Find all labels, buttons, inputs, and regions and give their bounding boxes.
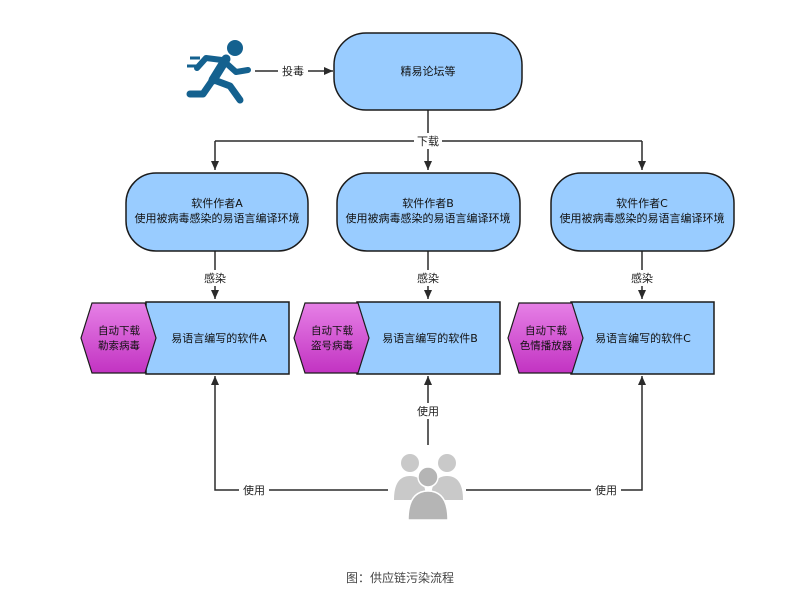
author-node-a: 软件作者A 使用被病毒感染的易语言编译环境 <box>125 172 309 252</box>
author-b-name: 软件作者B <box>402 196 454 210</box>
author-c-desc: 使用被病毒感染的易语言编译环境 <box>560 211 725 225</box>
author-c-name: 软件作者C <box>616 196 668 210</box>
tag-b-line2: 盗号病毒 <box>311 339 353 352</box>
label-use-c: 使用 <box>595 484 617 497</box>
software-a-label: 易语言编写的软件A <box>171 331 267 345</box>
software-c-label: 易语言编写的软件C <box>595 331 691 345</box>
edge-labels: 投毒 下载 感染 感染 感染 使用 使用 使用 <box>200 63 657 498</box>
software-b-label: 易语言编写的软件B <box>382 331 478 345</box>
software-node-c: 易语言编写的软件C 自动下载 色情播放器 <box>507 301 715 375</box>
malware-tag-a: 自动下载 勒索病毒 <box>80 302 157 374</box>
label-infect-c: 感染 <box>631 271 653 285</box>
author-a-name: 软件作者A <box>191 196 243 210</box>
running-man-icon <box>186 40 251 104</box>
forum-label: 精易论坛等 <box>401 64 456 78</box>
label-poison: 投毒 <box>282 64 304 78</box>
figure-caption: 图：供应链污染流程 <box>345 571 454 585</box>
tag-b-line1: 自动下载 <box>311 324 353 337</box>
tag-c-line2: 色情播放器 <box>520 339 573 352</box>
label-infect-b: 感染 <box>417 271 439 285</box>
label-download: 下载 <box>417 135 439 148</box>
forum-node: 精易论坛等 <box>333 32 523 111</box>
software-node-a: 易语言编写的软件A 自动下载 勒索病毒 <box>80 301 290 375</box>
user-group-icon <box>394 454 463 521</box>
edge-use-a <box>211 376 388 491</box>
malware-tag-b: 自动下载 盗号病毒 <box>293 302 370 374</box>
tag-a-line2: 勒索病毒 <box>98 339 140 352</box>
tag-a-line1: 自动下载 <box>98 324 140 337</box>
author-b-desc: 使用被病毒感染的易语言编译环境 <box>346 211 511 225</box>
software-node-b: 易语言编写的软件B 自动下载 盗号病毒 <box>293 301 501 375</box>
malware-tag-c: 自动下载 色情播放器 <box>507 302 584 374</box>
label-use-b: 使用 <box>417 405 439 418</box>
label-use-a: 使用 <box>243 484 265 497</box>
tag-c-line1: 自动下载 <box>525 324 567 337</box>
author-node-c: 软件作者C 使用被病毒感染的易语言编译环境 <box>550 172 735 252</box>
label-infect-a: 感染 <box>204 271 226 285</box>
author-a-desc: 使用被病毒感染的易语言编译环境 <box>135 211 300 225</box>
edge-use-c <box>466 376 646 491</box>
author-node-b: 软件作者B 使用被病毒感染的易语言编译环境 <box>336 172 521 252</box>
